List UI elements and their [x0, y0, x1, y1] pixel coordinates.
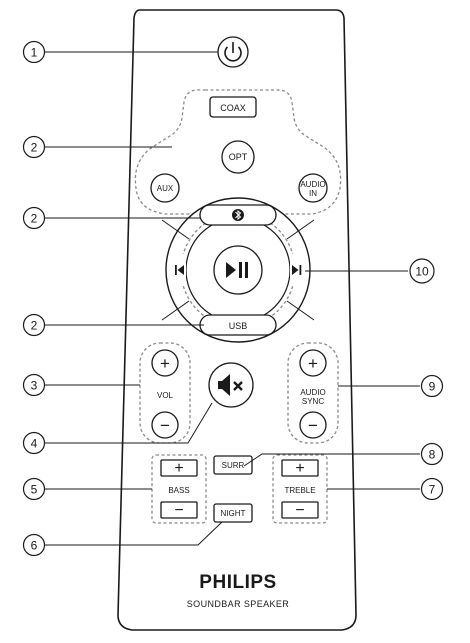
vol-plus-button[interactable]: +	[151, 349, 179, 377]
treble-plus-label: +	[295, 460, 304, 477]
callout-3-number: 3	[31, 379, 38, 393]
audio-sync-minus-label: −	[308, 416, 318, 435]
prev-icon	[175, 265, 184, 275]
coax-label: COAX	[220, 103, 246, 113]
bass-plus-button[interactable]: +	[160, 459, 198, 477]
treble-group-outline	[272, 454, 328, 524]
audio-in-button[interactable]: AUDIO IN	[298, 173, 328, 203]
callout-9: 9	[420, 374, 444, 398]
brand-subtitle: SOUNDBAR SPEAKER	[187, 599, 290, 609]
night-button[interactable]: NIGHT	[213, 503, 253, 523]
bluetooth-icon	[232, 209, 244, 221]
treble-plus-button[interactable]: +	[281, 459, 319, 477]
surr-label: SURR	[222, 461, 245, 470]
vol-label: VOL	[157, 391, 174, 400]
opt-label: OPT	[229, 152, 248, 162]
callout-6: 6	[22, 533, 46, 557]
callout-10-number: 10	[415, 265, 429, 279]
vol-minus-button[interactable]: −	[151, 411, 179, 439]
audio-sync-minus-button[interactable]: −	[299, 411, 327, 439]
callout-7-number: 7	[429, 483, 436, 497]
bass-minus-button[interactable]: −	[160, 501, 198, 519]
surr-button[interactable]: SURR	[213, 455, 253, 475]
next-icon	[292, 265, 302, 275]
coax-button[interactable]: COAX	[209, 96, 257, 118]
next-button[interactable]	[290, 254, 304, 286]
callout-6-number: 6	[31, 539, 38, 553]
callout-4: 4	[22, 431, 46, 455]
callout-2b: 2	[22, 206, 46, 230]
night-label: NIGHT	[221, 509, 246, 518]
vol-minus-label: −	[160, 416, 170, 435]
callout-5: 5	[22, 477, 46, 501]
brand-logo: PHILIPS	[199, 572, 276, 593]
play-pause-button[interactable]	[213, 245, 263, 295]
audio-in-label-line1: AUDIO	[300, 180, 325, 189]
bass-minus-label: −	[174, 502, 183, 519]
callout-3: 3	[22, 373, 46, 397]
callout-2b-number: 2	[31, 212, 38, 226]
callout-4-number: 4	[31, 437, 38, 451]
mute-icon	[218, 374, 243, 396]
play-pause-icon	[226, 262, 248, 278]
audio-sync-group-outline	[287, 342, 339, 444]
callout-1-number: 1	[31, 46, 38, 60]
usb-button[interactable]: USB	[199, 314, 277, 336]
power-icon	[224, 42, 242, 62]
audio-sync-plus-button[interactable]: +	[299, 349, 327, 377]
prev-button[interactable]	[172, 254, 186, 286]
callout-2c-number: 2	[31, 319, 38, 333]
callout-2c: 2	[22, 313, 46, 337]
audio-sync-plus-label: +	[308, 354, 318, 373]
callout-7: 7	[420, 477, 444, 501]
treble-minus-button[interactable]: −	[281, 501, 319, 519]
callout-2a: 2	[22, 135, 46, 159]
callout-5-number: 5	[31, 483, 38, 497]
callout-1: 1	[22, 40, 46, 64]
treble-label: TREBLE	[284, 486, 315, 495]
opt-button[interactable]: OPT	[221, 140, 255, 174]
aux-button[interactable]: AUX	[150, 173, 180, 203]
callout-10: 10	[409, 258, 435, 284]
mute-button[interactable]	[208, 362, 254, 408]
callout-8: 8	[420, 442, 444, 466]
treble-minus-label: −	[295, 502, 304, 519]
bluetooth-button[interactable]	[199, 204, 277, 226]
callout-8-number: 8	[429, 448, 436, 462]
callout-2a-number: 2	[31, 141, 38, 155]
callout-leaders	[45, 51, 420, 546]
aux-label: AUX	[157, 184, 174, 193]
power-button[interactable]	[217, 36, 249, 68]
bass-label: BASS	[168, 486, 189, 495]
vol-group-outline	[139, 342, 191, 444]
usb-label: USB	[229, 321, 248, 331]
callout-9-number: 9	[429, 380, 436, 394]
audio-sync-label-line2: SYNC	[302, 397, 324, 406]
audio-sync-label-line1: AUDIO	[300, 388, 325, 397]
bass-plus-label: +	[174, 460, 183, 477]
audio-in-label-line2: IN	[309, 189, 317, 198]
vol-plus-label: +	[160, 354, 170, 373]
